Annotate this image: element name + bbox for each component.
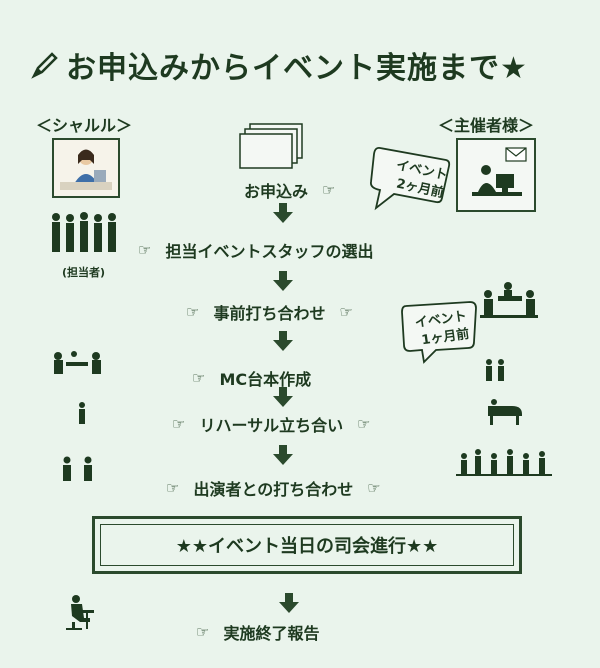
staff-desk-illustration [54, 140, 118, 196]
step-mc-script: ☞ MC台本作成 [192, 366, 311, 390]
arrow-down-icon [273, 387, 293, 407]
envelope-icon [505, 147, 527, 162]
person-silhouette [79, 402, 85, 424]
step-pre-meeting: ☞ 事前打ち合わせ ☞ [186, 300, 353, 324]
bubble-two-months: イベント 2ヶ月前 [370, 146, 451, 211]
staff-caption: (担当者) [62, 266, 106, 279]
bubble2-line2: 1ヶ月前 [420, 326, 470, 349]
step-completion-report-label: 実施終了報告 [223, 624, 320, 643]
event-day-banner-text: ★★イベント当日の司会進行★★ [100, 524, 514, 566]
staff-group-silhouette [52, 212, 116, 252]
hand-pointer-icon: ☞ [186, 303, 200, 321]
meeting-silhouette [480, 282, 538, 318]
two-people-silhouette [63, 456, 92, 481]
step-pre-meeting-label: 事前打ち合わせ [213, 304, 326, 323]
document-stack-icon [239, 123, 303, 169]
piano-silhouette [488, 399, 522, 425]
step-staff-selection: ☞ 担当イベントスタッフの選出 [138, 238, 373, 262]
title-text: お申込みからイベント実施まで★ [66, 51, 528, 86]
step-application: お申込み ☞ [244, 178, 335, 202]
hand-pointer-icon: ☞ [339, 303, 353, 321]
left-label: ＜シャルル＞ [36, 116, 133, 135]
event-day-banner: ★★イベント当日の司会進行★★ [92, 516, 522, 574]
page-title: お申込みからイベント実施まで★ [30, 40, 590, 90]
arrow-down-icon [273, 445, 293, 465]
step-application-label: お申込み [244, 182, 309, 201]
charles-staff-image [52, 138, 120, 198]
step-rehearsal-label: リハーサル立ち合い [199, 416, 344, 435]
hand-pointer-icon: ☞ [166, 479, 180, 497]
arrow-down-icon [279, 593, 299, 613]
handshake-silhouette [486, 359, 504, 381]
hand-pointer-icon: ☞ [367, 479, 381, 497]
hand-pointer-icon: ☞ [322, 181, 336, 199]
bubble-one-month: イベント 1ヶ月前 [401, 301, 477, 364]
organizer-image [456, 138, 536, 212]
arrow-down-icon [273, 203, 293, 223]
hand-pointer-icon: ☞ [357, 415, 371, 433]
step-rehearsal: ☞ リハーサル立ち合い ☞ [172, 412, 371, 436]
hand-pointer-icon: ☞ [196, 623, 210, 641]
step-performer-meeting: ☞ 出演者との打ち合わせ ☞ [166, 476, 381, 500]
bubble2-line1: イベント [414, 309, 468, 331]
step-staff-selection-label: 担当イベントスタッフの選出 [165, 242, 374, 261]
desk-worker-silhouette [66, 595, 94, 630]
arrow-down-icon [273, 271, 293, 291]
hand-pointer-icon: ☞ [138, 241, 152, 259]
pencil-icon [31, 52, 58, 79]
arrow-down-icon [273, 331, 293, 351]
step-performer-meeting-label: 出演者との打ち合わせ [193, 480, 354, 499]
hand-pointer-icon: ☞ [172, 415, 186, 433]
step-completion-report: ☞ 実施終了報告 [196, 620, 319, 644]
orchestra-silhouette [456, 449, 552, 476]
step-mc-script-label: MC台本作成 [219, 370, 312, 389]
discussion-silhouette [54, 351, 101, 374]
right-label: ＜主催者様＞ [438, 116, 535, 135]
organizer-computer-illustration [458, 140, 534, 210]
hand-pointer-icon: ☞ [192, 369, 206, 387]
